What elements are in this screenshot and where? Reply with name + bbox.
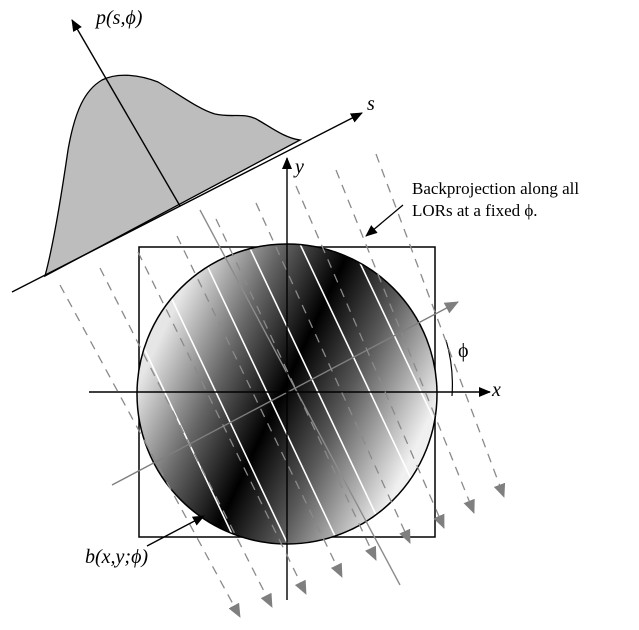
- lor-line: [255, 202, 411, 544]
- s-axis: [11, 112, 363, 293]
- projection-label: p(s,ϕ): [94, 7, 143, 29]
- phi-angle-arc: [445, 339, 453, 397]
- s-axis-label: s: [367, 93, 375, 115]
- dashed-lors: [59, 153, 506, 618]
- annotation-line-2: LORs at a fixed ϕ.: [412, 201, 538, 220]
- annotation-line-1: Backprojection along all: [412, 179, 579, 198]
- x-axis-label: x: [491, 379, 501, 401]
- rotated-s-axis: [111, 301, 459, 486]
- b-label-pointer-arrow: [146, 515, 205, 547]
- annotation-pointer-arrow: [365, 204, 404, 237]
- p-axis: [71, 19, 181, 207]
- phi-label: ϕ: [458, 340, 469, 362]
- lor-line: [295, 185, 445, 529]
- b-label: b(x,y;ϕ): [85, 546, 148, 568]
- lor-line: [375, 153, 506, 498]
- y-axis-label: y: [293, 156, 304, 178]
- lor-line: [335, 169, 475, 514]
- projection-profile: [43, 74, 303, 278]
